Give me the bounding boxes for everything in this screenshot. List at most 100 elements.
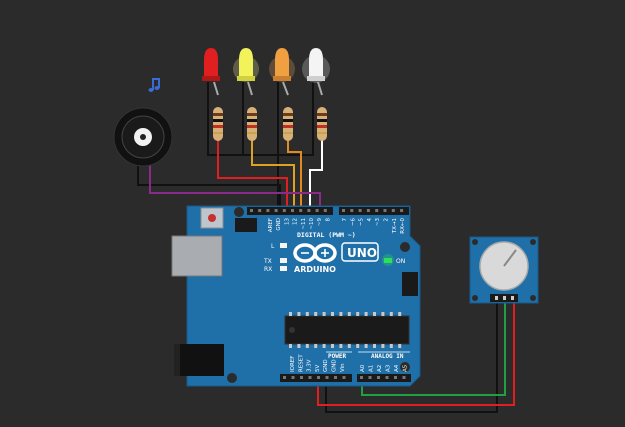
on-label: ON — [396, 258, 405, 265]
header-pin — [342, 376, 346, 379]
header-pin — [308, 376, 312, 379]
uno-label: UNO — [347, 246, 377, 260]
header-pin — [323, 209, 327, 212]
wire-pot-red — [317, 300, 515, 406]
chip-pin — [347, 344, 351, 348]
pin-label: A2 — [377, 365, 383, 372]
chip-pin — [305, 344, 309, 348]
chip-pin — [289, 312, 292, 316]
pin-label: Vin — [340, 363, 346, 372]
chip-pin — [339, 312, 343, 316]
chip-pin — [398, 312, 402, 316]
pin-label: 3.3V — [307, 359, 313, 372]
wires — [137, 81, 515, 413]
pin-label: RESET — [298, 354, 304, 372]
chip-pin — [331, 344, 334, 348]
wire-ground-led-white — [278, 82, 314, 156]
icsp-header — [235, 218, 257, 232]
resistor-3[interactable] — [283, 107, 293, 141]
led-yellow[interactable] — [233, 48, 259, 82]
chip-pin — [373, 344, 376, 348]
wire-led-white-leg — [317, 81, 323, 96]
led-white[interactable] — [302, 48, 330, 83]
header-pin — [274, 209, 278, 212]
chip-pin — [364, 312, 368, 316]
on-led — [384, 258, 392, 263]
digital-label: DIGITAL (PWM ~) — [297, 231, 356, 239]
pin-label: ~11 — [301, 218, 307, 230]
chip-pin — [356, 344, 360, 348]
analog-label: ANALOG IN — [371, 353, 404, 360]
header-pin — [383, 209, 387, 212]
chip-pin — [314, 312, 318, 316]
power-header[interactable] — [280, 374, 352, 382]
header-pin — [291, 376, 295, 379]
wire-ground-led-red — [207, 82, 278, 156]
music-note-icon — [148, 78, 160, 92]
digital-header-right[interactable] — [339, 207, 409, 215]
resistor-1[interactable] — [213, 107, 223, 141]
wire-white-to-pin10 — [309, 140, 323, 210]
chip-pin — [297, 344, 301, 348]
chip-pin — [398, 344, 402, 348]
resistor-4[interactable] — [317, 107, 327, 141]
header-pin — [266, 209, 270, 212]
buzzer[interactable] — [113, 107, 173, 167]
power-label: POWER — [328, 353, 346, 360]
header-pin — [299, 209, 303, 212]
wire-buzzer-black — [137, 160, 281, 210]
wire-buzzer-purple — [149, 162, 321, 210]
header-pin — [368, 376, 372, 379]
pin-label: 4 — [367, 218, 373, 222]
header-pin — [334, 376, 337, 379]
arduino-logo-icon — [293, 243, 337, 263]
pin-label: 13 — [284, 218, 290, 225]
wire-orange-to-pin11 — [287, 140, 302, 210]
wire-yellow-to-pin12 — [251, 140, 295, 210]
mounting-hole — [234, 207, 244, 217]
header-pin — [358, 209, 362, 212]
reset-button[interactable] — [200, 207, 224, 229]
header-pin — [377, 376, 380, 379]
wire-led-orange-leg — [282, 81, 289, 96]
pin-label: 5V — [315, 365, 321, 372]
header-pin — [394, 376, 397, 379]
chip-pin — [389, 312, 393, 316]
wire-pot-black — [325, 300, 498, 413]
pin-label: ~5 — [359, 218, 365, 227]
l-led — [280, 243, 287, 248]
usb-port — [171, 235, 223, 277]
arduino-wordmark: ARDUINO — [294, 265, 336, 274]
pin-label: ~9 — [317, 218, 323, 227]
led-orange[interactable] — [269, 48, 295, 82]
chip-pin — [297, 312, 301, 316]
header-pin — [342, 209, 345, 212]
header-pin — [325, 376, 329, 379]
analog-header[interactable] — [357, 374, 411, 382]
pin-label: 2 — [384, 218, 390, 222]
pin-label: A4 — [394, 364, 400, 372]
pin-label: GND — [323, 359, 329, 372]
resistor-2[interactable] — [247, 107, 257, 141]
tx-label: TX — [263, 258, 272, 265]
pin-label: A0 — [360, 364, 366, 372]
mounting-hole — [400, 242, 410, 252]
potentiometer[interactable] — [469, 236, 539, 304]
header-pin — [258, 209, 262, 212]
pin-label: 7 — [342, 218, 348, 222]
led-red[interactable] — [202, 48, 220, 81]
power-jack — [174, 344, 224, 376]
pin-label: IOREF — [290, 356, 296, 372]
pin-label: 12 — [293, 218, 299, 225]
pin-label: ~6 — [350, 218, 356, 227]
header-pin — [360, 376, 363, 379]
digital-header-left[interactable] — [247, 207, 333, 215]
potentiometer-knob-indicator — [503, 249, 517, 267]
chip-pin — [322, 344, 326, 348]
pin-label: ~3 — [375, 218, 381, 227]
chip-pin — [381, 312, 385, 316]
chip-pin — [289, 344, 292, 348]
